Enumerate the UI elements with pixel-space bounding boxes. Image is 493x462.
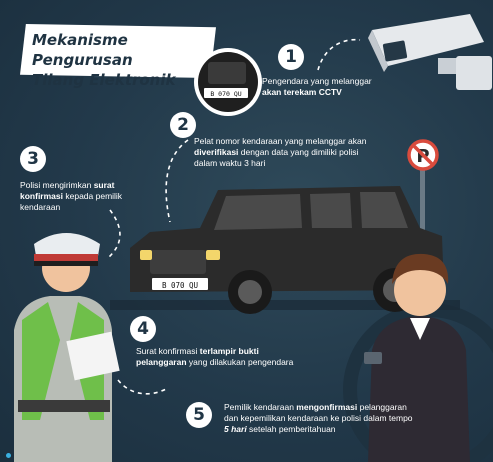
arrow-2 [165, 139, 189, 223]
step-3-text: Polisi mengirimkan surat konfirmasi kepa… [20, 180, 123, 212]
title-line-1: Mekanisme Pengurusan [32, 31, 133, 69]
police-officer-illustration [14, 233, 120, 462]
title-banner: Mekanisme Pengurusan Tilang Elektronik [20, 24, 216, 89]
step-2-text: Pelat nomor kendaraan yang melanggar aka… [194, 136, 367, 168]
title-line-2: Tilang Elektronik [32, 71, 176, 89]
step-5-number: 5 [186, 402, 212, 428]
step-4-number: 4 [130, 316, 156, 342]
arrow-1 [317, 38, 361, 71]
footer-dot [6, 453, 11, 458]
arrow-4 [117, 379, 169, 395]
step-2-number: 2 [170, 112, 196, 138]
car-plate-text: B 070 QU [162, 281, 198, 290]
step-5-text: Pemilik kendaraan mengonfirmasi pelangga… [224, 402, 413, 434]
car-illustration: B 070 QU [130, 186, 444, 314]
plate-zoom-inset: B 070 QU [194, 48, 262, 116]
step-4-text: Surat konfirmasi terlampir bukti pelangg… [136, 346, 294, 367]
inset-plate-text: B 070 QU [210, 90, 241, 98]
vehicle-owner-illustration [364, 253, 470, 462]
ground [110, 300, 460, 310]
page-title: Mekanisme Pengurusan Tilang Elektronik [32, 30, 212, 90]
step-1-number: 1 [278, 44, 304, 70]
no-parking-sign-icon: P [407, 139, 439, 245]
step-3-number: 3 [20, 146, 46, 172]
arrow-3 [107, 209, 121, 259]
title-background [20, 24, 216, 78]
step-1-text: Pengendara yang melanggar akan terekam C… [262, 76, 372, 97]
cctv-camera-icon [368, 14, 492, 90]
